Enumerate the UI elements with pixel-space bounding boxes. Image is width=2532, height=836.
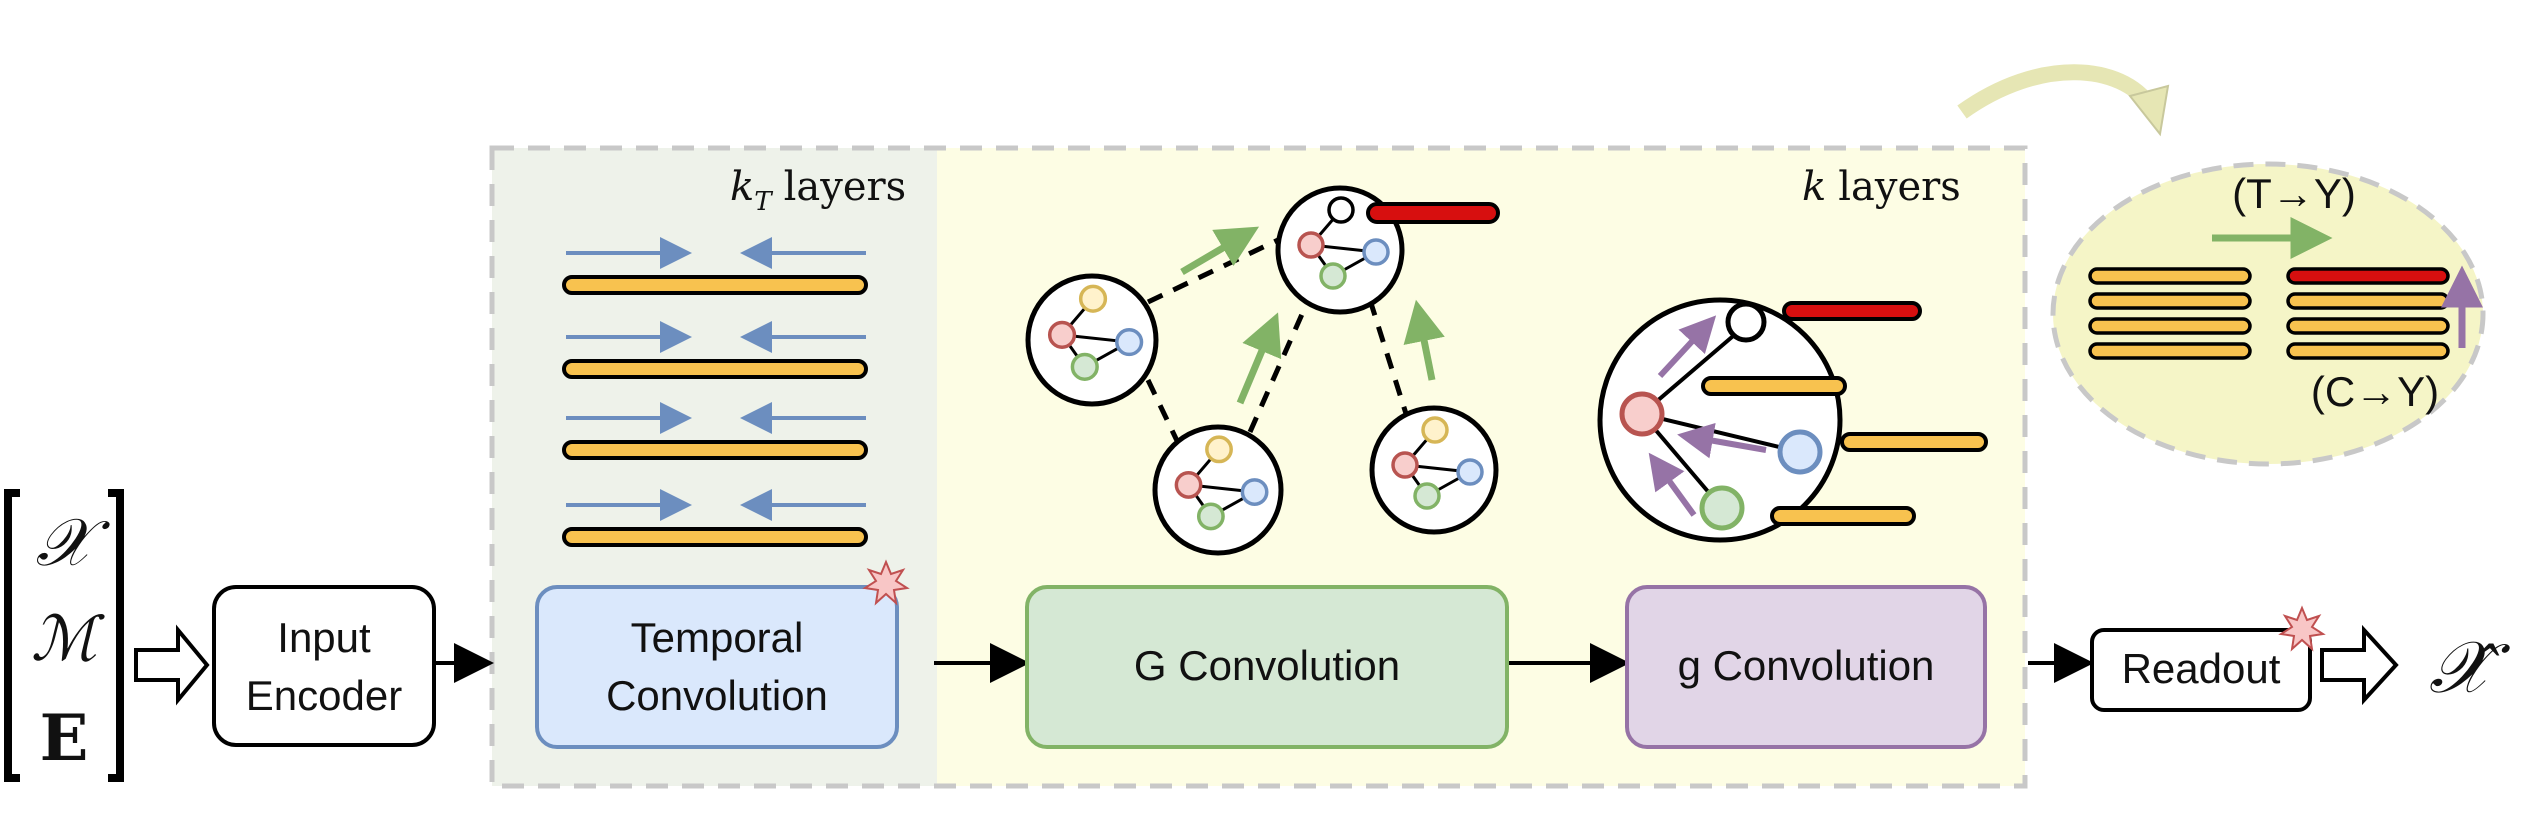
input-m-symbol: ℳ bbox=[31, 602, 105, 675]
temporal-bar bbox=[562, 359, 868, 379]
input-matrix: 𝒳 ℳ E bbox=[4, 489, 124, 782]
green-arrows bbox=[1180, 226, 1445, 405]
inset-bar-right bbox=[2286, 292, 2450, 310]
subgraph-node bbox=[1369, 405, 1499, 535]
right-bracket bbox=[108, 489, 124, 782]
inset-bar-left bbox=[2088, 292, 2252, 310]
g-conv-lower-label: g Convolution bbox=[1678, 642, 1935, 689]
curved-arrow-to-inset bbox=[1957, 64, 2157, 119]
input-encoder-line1: Input bbox=[277, 614, 371, 661]
subgraph-node bbox=[1025, 273, 1159, 407]
inset-ellipse: (T→Y) (C→Y) bbox=[2050, 161, 2486, 467]
red-bar-graph bbox=[1366, 202, 1500, 224]
inset-bar-left bbox=[2088, 267, 2252, 285]
inset-bar-right bbox=[2286, 317, 2450, 335]
g-convolution-lower-block[interactable]: g Convolution bbox=[1625, 585, 1987, 749]
temporal-bar bbox=[562, 275, 868, 295]
g-convolution-upper-block[interactable]: G Convolution bbox=[1025, 585, 1509, 749]
dashed-border bbox=[489, 145, 2028, 789]
temporal-conv-line2: Convolution bbox=[606, 672, 828, 719]
output-symbol: 𝒳̂ bbox=[2429, 625, 2511, 709]
hollow-arrow-in bbox=[134, 624, 210, 706]
readout-label: Readout bbox=[2122, 645, 2281, 692]
inset-top-label: (T→Y) bbox=[2232, 170, 2356, 217]
readout-block[interactable]: Readout bbox=[2090, 628, 2312, 712]
temporal-bars bbox=[562, 237, 868, 547]
inset-bottom-label: (C→Y) bbox=[2311, 368, 2439, 415]
g-conv-upper-label: G Convolution bbox=[1134, 642, 1400, 689]
input-encoder-line2: Encoder bbox=[246, 672, 402, 719]
subgraph-node bbox=[1152, 424, 1284, 556]
temporal-bar bbox=[562, 440, 868, 460]
input-encoder-block[interactable]: Input Encoder bbox=[212, 585, 436, 747]
temporal-bar bbox=[562, 527, 868, 547]
zoomed-node bbox=[1597, 297, 1988, 543]
star-icon bbox=[2278, 605, 2326, 652]
left-bracket bbox=[4, 489, 20, 782]
star-icon bbox=[862, 559, 910, 606]
inset-bar-right bbox=[2286, 342, 2450, 360]
input-x-symbol: 𝒳 bbox=[36, 504, 111, 581]
inset-bar-left bbox=[2088, 342, 2252, 360]
input-e-symbol: E bbox=[40, 701, 89, 776]
inset-bar-red bbox=[2286, 267, 2450, 285]
temporal-convolution-block[interactable]: Temporal Convolution bbox=[535, 585, 899, 749]
temporal-conv-line1: Temporal bbox=[631, 614, 804, 661]
graph-nodes bbox=[1025, 185, 1499, 556]
hollow-arrow-out bbox=[2320, 624, 2399, 706]
inset-bar-left bbox=[2088, 317, 2252, 335]
